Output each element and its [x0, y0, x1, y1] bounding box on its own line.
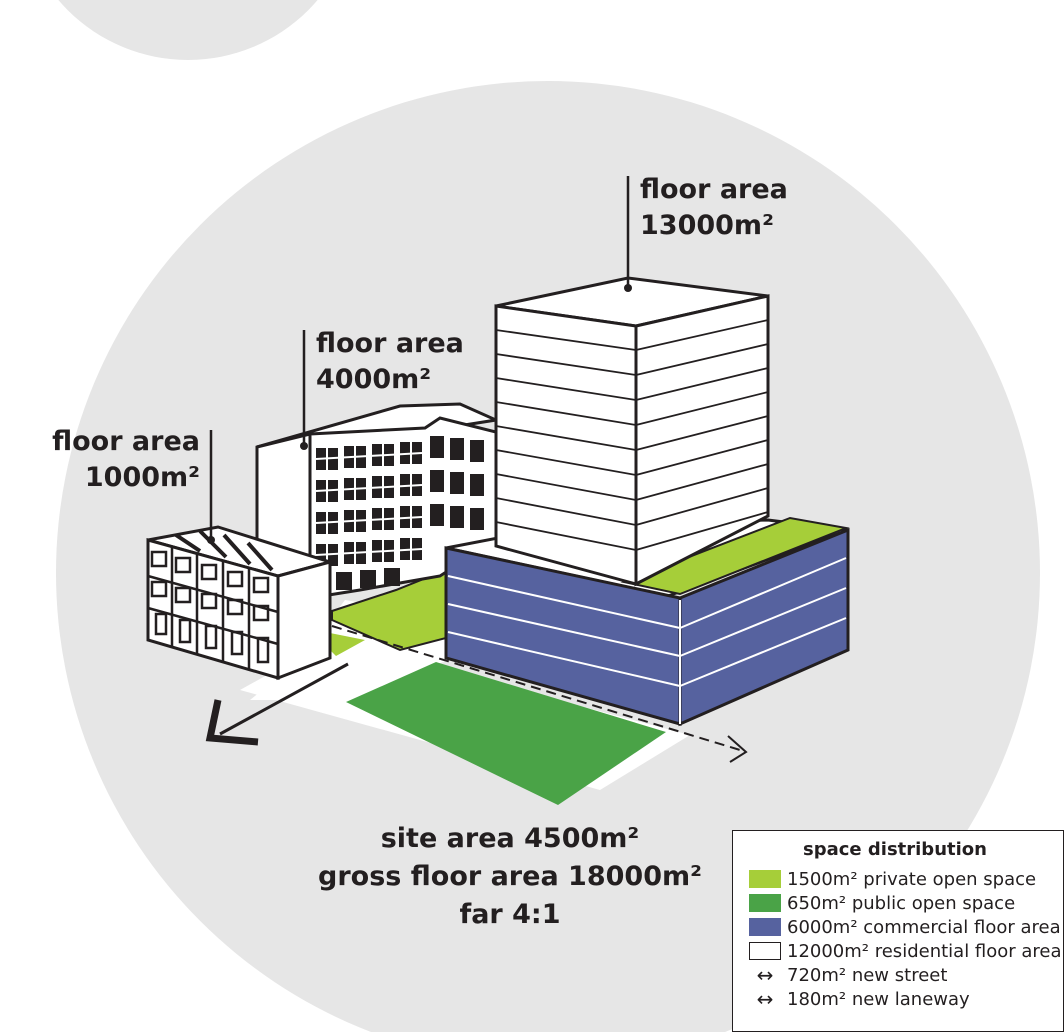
legend-text-commercial: 6000m² commercial floor area — [787, 916, 1061, 938]
midrise-label-line1: floor area — [316, 328, 464, 359]
gross-floor-area-text: gross floor area 18000m² — [318, 861, 702, 892]
tower-label-line1: floor area — [640, 174, 788, 205]
legend-title: space distribution — [803, 839, 987, 860]
legend-swatch-public — [749, 894, 781, 912]
legend-item-commercial: 6000m² commercial floor area — [749, 915, 1061, 939]
site-diagram — [56, 0, 1040, 1032]
laneway-arrow-head — [727, 735, 748, 763]
legend-item-new-street: ↔ 720m² new street — [749, 963, 948, 987]
public-open-space — [346, 662, 666, 805]
private-open-space-corner — [330, 633, 365, 656]
legend-text-laneway: 180m² new laneway — [787, 988, 970, 1010]
legend-swatch-residential — [749, 942, 781, 960]
legend-text-private: 1500m² private open space — [787, 868, 1037, 890]
legend-swatch-private — [749, 870, 781, 888]
legend-text-residential: 12000m² residential floor area — [787, 940, 1062, 962]
background-circle-top — [58, 0, 318, 60]
site-area-text: site area 4500m² — [380, 823, 640, 854]
double-arrow-icon: ↔ — [756, 963, 774, 987]
site-summary-label: site area 4500m² gross floor area 18000m… — [310, 820, 710, 934]
leader-dots — [207, 284, 632, 544]
legend-swatch-commercial — [749, 918, 781, 936]
terrace-side-face — [276, 560, 332, 681]
terrace-floor-area-label: floor area 1000m² — [50, 424, 200, 496]
midrise-window-mullions — [315, 442, 423, 566]
legend-item-private-open-space: 1500m² private open space — [749, 867, 1036, 891]
podium-green-roof — [620, 516, 850, 596]
legend-item-public-open-space: 650m² public open space — [749, 891, 1015, 915]
new-street-arrow-head — [205, 699, 259, 746]
tower-floor-lines — [495, 319, 769, 551]
legend-item-new-laneway: ↔ 180m² new laneway — [749, 987, 970, 1011]
midrise-label-line2: 4000m² — [316, 364, 432, 395]
terrace-roof-dividers — [174, 529, 274, 572]
space-distribution-legend: space distribution 1500m² private open s… — [732, 830, 1064, 1032]
new-street-arrow-line — [219, 662, 349, 736]
tower-label-line2: 13000m² — [640, 210, 774, 241]
laneway-dashed-line — [331, 625, 741, 751]
terrace-label-line2: 1000m² — [84, 462, 200, 493]
midrise-floor-area-label: floor area 4000m² — [316, 326, 464, 398]
tower-floor-area-label: floor area 13000m² — [640, 172, 788, 244]
leader-lines — [209, 176, 630, 540]
terrace-label-line1: floor area — [52, 426, 200, 457]
podium-floor-lines — [447, 557, 847, 724]
terrace-unit-lines — [147, 547, 279, 670]
legend-item-residential: 12000m² residential floor area — [749, 939, 1062, 963]
far-text: far 4:1 — [459, 899, 561, 930]
dashed-double-arrow-icon: ↔ — [756, 987, 774, 1011]
legend-text-public: 650m² public open space — [787, 892, 1016, 914]
legend-text-street: 720m² new street — [787, 964, 948, 986]
